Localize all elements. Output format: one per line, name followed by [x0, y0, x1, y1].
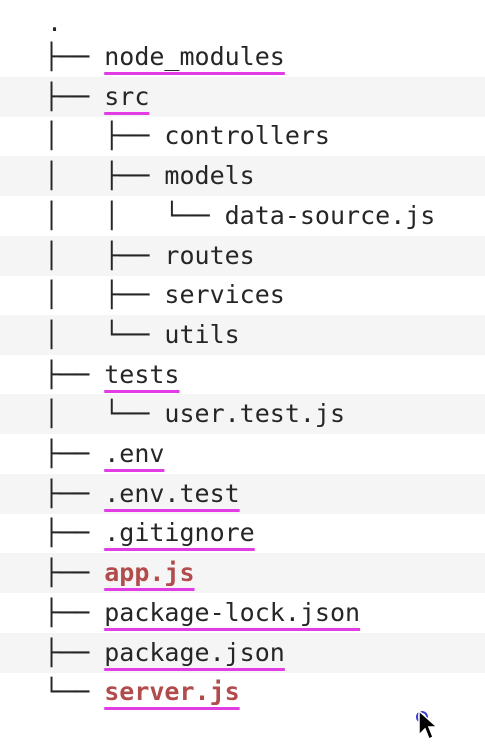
- tree-item-name[interactable]: models: [164, 161, 255, 190]
- tree-row[interactable]: ├── .gitignore: [44, 513, 255, 553]
- tree-branch: ├──: [44, 479, 105, 508]
- tree-row[interactable]: ├── src: [44, 77, 149, 117]
- tree-branch: │ ├──: [44, 280, 165, 309]
- tree-item-name[interactable]: user.test.js: [164, 399, 346, 428]
- tree-branch: ├──: [44, 42, 105, 71]
- tree-row[interactable]: │ └── user.test.js: [44, 394, 345, 434]
- tree-row[interactable]: └── server.js: [44, 672, 240, 712]
- tree-row[interactable]: ├── package.json: [44, 633, 285, 673]
- tree-row[interactable]: │ ├── controllers: [44, 116, 330, 156]
- row-stripe: [0, 553, 485, 593]
- tree-branch: ├──: [44, 518, 105, 547]
- row-stripe: [0, 77, 485, 117]
- tree-branch: ├──: [44, 360, 105, 389]
- tree-branch: ├──: [44, 638, 105, 667]
- tree-branch: │ ├──: [44, 241, 165, 270]
- tree-item-name[interactable]: package.json: [104, 638, 285, 667]
- tree-branch: ├──: [44, 439, 105, 468]
- tree-branch: │ └──: [44, 399, 165, 428]
- tree-item-name[interactable]: services: [164, 280, 285, 309]
- tree-row[interactable]: ├── tests: [44, 355, 179, 395]
- tree-item-name[interactable]: package-lock.json: [104, 598, 361, 627]
- tree-item-name[interactable]: controllers: [164, 121, 330, 150]
- tree-row[interactable]: ├── .env: [44, 434, 164, 474]
- row-stripe: [0, 474, 485, 514]
- tree-branch: └──: [44, 677, 105, 706]
- tree-row[interactable]: ├── .env.test: [44, 474, 240, 514]
- tree-branch: │ │ └──: [44, 201, 225, 230]
- tree-item-name[interactable]: server.js: [104, 677, 240, 706]
- tree-item-name[interactable]: tests: [104, 360, 180, 389]
- tree-branch: │ ├──: [44, 121, 165, 150]
- tree-item-name[interactable]: data-source.js: [224, 201, 436, 230]
- tree-branch: │ └──: [44, 320, 165, 349]
- row-stripe: [0, 394, 485, 434]
- tree-row[interactable]: ├── node_modules: [44, 37, 285, 77]
- tree-item-name[interactable]: node_modules: [104, 42, 285, 71]
- row-stripe: [0, 633, 485, 673]
- tree-item-name[interactable]: utils: [164, 320, 240, 349]
- tree-item-name[interactable]: .env: [104, 439, 165, 468]
- row-stripe: [0, 236, 485, 276]
- tree-item-name[interactable]: src: [104, 82, 150, 111]
- tree-row[interactable]: │ │ └── data-source.js: [44, 196, 435, 236]
- tree-root: .: [47, 8, 63, 37]
- tree-branch: ├──: [44, 558, 105, 587]
- row-stripe: [0, 156, 485, 196]
- tree-row[interactable]: │ ├── models: [44, 156, 255, 196]
- tree-row[interactable]: │ ├── services: [44, 275, 285, 315]
- tree-branch: ├──: [44, 598, 105, 627]
- tree-row[interactable]: ├── app.js: [44, 553, 195, 593]
- arrow-cursor-icon: [418, 709, 438, 741]
- tree-item-name[interactable]: app.js: [104, 558, 195, 587]
- row-stripe: [0, 315, 485, 355]
- tree-row[interactable]: │ └── utils: [44, 315, 240, 355]
- tree-row[interactable]: ├── package-lock.json: [44, 593, 360, 633]
- tree-branch: │ ├──: [44, 161, 165, 190]
- tree-item-name[interactable]: .env.test: [104, 479, 240, 508]
- tree-row[interactable]: │ ├── routes: [44, 236, 255, 276]
- tree-item-name[interactable]: routes: [164, 241, 255, 270]
- tree-item-name[interactable]: .gitignore: [104, 518, 255, 547]
- tree-branch: ├──: [44, 82, 105, 111]
